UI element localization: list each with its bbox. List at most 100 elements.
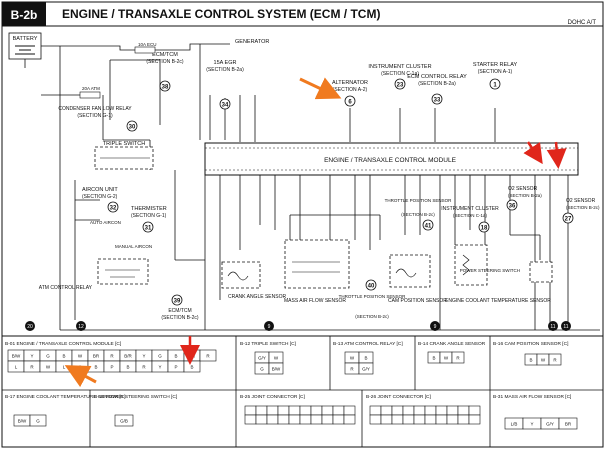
- svg-text:34: 34: [222, 103, 229, 109]
- svg-text:40: 40: [368, 284, 375, 290]
- connector-pin-label: B/W: [18, 419, 27, 424]
- svg-text:(SECTION A-2): (SECTION A-2): [333, 87, 368, 93]
- connector-pin: [277, 414, 290, 425]
- instrument-cluster-18: INSTRUMENT CLUSTER (SECTION C-1a) 18: [441, 206, 499, 233]
- svg-text:30: 30: [129, 125, 136, 131]
- svg-text:ECM CONTROL RELAY: ECM CONTROL RELAY: [407, 74, 467, 80]
- svg-text:9: 9: [434, 324, 437, 330]
- top-component-alternator: ALTERNATOR (SECTION A-2) 6: [332, 80, 368, 107]
- connector-pin-label: L: [15, 365, 18, 370]
- svg-text:(SECTION C-1a): (SECTION C-1a): [381, 71, 419, 77]
- connector-pin: [199, 349, 217, 362]
- svg-text:11: 11: [550, 324, 555, 330]
- connector-pin-label: G: [36, 419, 40, 424]
- svg-text:AIRCON UNIT: AIRCON UNIT: [82, 187, 118, 193]
- connector-pin-label: W: [444, 356, 449, 361]
- header: B-2b ENGINE / TRANSAXLE CONTROL SYSTEM (…: [2, 2, 603, 27]
- connector-pin: [468, 405, 481, 416]
- connector-pin-label: Y: [530, 422, 533, 427]
- connector-pin: [343, 405, 356, 416]
- connector-pin-label: G/B: [120, 419, 128, 424]
- connector-b17: B-17 ENGINE COOLANT TEMPERATURE SENSOR […: [5, 394, 125, 427]
- connector-b17-pins: B/W G: [13, 414, 47, 427]
- ecm-tcm-module: ENGINE / TRANSAXLE CONTROL MODULE: [204, 142, 579, 176]
- svg-text:11: 11: [563, 324, 568, 330]
- svg-text:THERMISTER: THERMISTER: [131, 206, 167, 212]
- top-component-starter-relay: STARTER RELAY (SECTION A-1) 1: [473, 62, 517, 90]
- top-component-instrument-cluster: INSTRUMENT CLUSTER (SECTION C-1a) 23: [368, 64, 432, 90]
- connector-pin-label: P: [174, 365, 177, 370]
- fuse-10a: [134, 46, 156, 54]
- fuse-10a-label: 10A ECU: [138, 42, 157, 47]
- fuse-20a: [79, 91, 101, 99]
- svg-text:20: 20: [27, 324, 33, 330]
- svg-text:ECM/TCM: ECM/TCM: [152, 52, 178, 58]
- connector-pin: [288, 405, 301, 416]
- connector-pin-label: B: [126, 365, 129, 370]
- svg-text:38: 38: [162, 85, 169, 91]
- connector-pin-label: G: [158, 354, 162, 359]
- connector-pin: [266, 414, 279, 425]
- connector-pin: [435, 405, 448, 416]
- connector-pin-label: G/Y: [546, 422, 554, 427]
- svg-text:O2 SENSOR: O2 SENSOR: [566, 198, 596, 204]
- connector-pin-label: B: [364, 356, 367, 361]
- connector-pin-label: R: [350, 367, 354, 372]
- connector-pin-label: B/W: [12, 354, 21, 359]
- connector-b18: B-18 POWER STEERING SWITCH [C] G/B: [94, 394, 177, 427]
- svg-text:(SECTION B-2c): (SECTION B-2c): [566, 205, 600, 210]
- connector-pin: [244, 414, 257, 425]
- connector-b26: B-26 JOINT CONNECTOR [C]: [366, 394, 481, 425]
- connector-pin-label: P: [110, 365, 113, 370]
- connector-pin-label: G: [46, 354, 50, 359]
- svg-text:CRANK ANGLE SENSOR: CRANK ANGLE SENSOR: [228, 294, 286, 300]
- annotation-arrows: [64, 77, 567, 388]
- svg-text:TRIPLE SWITCH: TRIPLE SWITCH: [103, 141, 146, 147]
- svg-text:33: 33: [434, 98, 441, 104]
- svg-text:(SECTION B-2a): (SECTION B-2a): [418, 81, 456, 87]
- orange-arrow-connector: [64, 365, 97, 388]
- connector-pin-label: B: [529, 358, 532, 363]
- module-label: ENGINE / TRANSAXLE CONTROL MODULE: [324, 157, 456, 164]
- svg-text:12: 12: [78, 324, 84, 330]
- svg-text:B-12 TRIPLE SWITCH [C]: B-12 TRIPLE SWITCH [C]: [240, 341, 296, 347]
- connector-pin: [424, 414, 437, 425]
- condenser-fan-relay: CONDENSER FAN LOW RELAY (SECTION G-1) 30: [58, 106, 138, 132]
- section-code-box: [2, 2, 46, 26]
- aircon-unit: AIRCON UNIT (SECTION G-2) 32 AUTO AIRCON…: [82, 187, 152, 249]
- top-components: ECM/TCM (SECTION B-2c) 38 15A EGR (SECTI…: [146, 52, 517, 110]
- svg-text:27: 27: [565, 217, 572, 223]
- svg-text:(SECTION C-1a): (SECTION C-1a): [453, 213, 488, 218]
- connector-pin: [413, 414, 426, 425]
- svg-text:(SECTION B-2a): (SECTION B-2a): [508, 193, 542, 198]
- svg-text:AUTO AIRCON: AUTO AIRCON: [90, 220, 121, 225]
- connector-pin-label: BR: [93, 354, 100, 359]
- connector-pin-label: G/Y: [258, 356, 266, 361]
- connector-pin-label: Y: [30, 354, 33, 359]
- svg-text:(SECTION B-2c): (SECTION B-2c): [401, 212, 435, 217]
- connector-pin: [288, 414, 301, 425]
- svg-text:23: 23: [397, 83, 404, 89]
- connector-pin-label: B: [62, 354, 65, 359]
- connector-pin-label: Y: [142, 354, 145, 359]
- svg-text:ALTERNATOR: ALTERNATOR: [332, 80, 368, 86]
- svg-text:(SECTION G-2): (SECTION G-2): [82, 194, 118, 200]
- connector-pin: [343, 414, 356, 425]
- battery: BATTERY: [8, 32, 42, 68]
- svg-text:POWER STEERING SWITCH: POWER STEERING SWITCH: [460, 268, 520, 273]
- ground-marker: 11: [561, 321, 571, 331]
- connector-pin: [332, 405, 345, 416]
- svg-text:39: 39: [174, 299, 181, 305]
- o2-sensor-36: O2 SENSOR (SECTION B-2a) 36: [506, 186, 542, 211]
- connector-pin: [321, 414, 334, 425]
- ground-marker: 11: [548, 321, 558, 331]
- svg-text:B-01 ENGINE / TRANSAXLE CONTRO: B-01 ENGINE / TRANSAXLE CONTROL MODULE […: [5, 341, 121, 347]
- connector-pin: [391, 405, 404, 416]
- connector-pin: [277, 405, 290, 416]
- svg-text:INSTRUMENT CLUSTER: INSTRUMENT CLUSTER: [441, 206, 499, 212]
- ground-marker: 12: [76, 321, 86, 331]
